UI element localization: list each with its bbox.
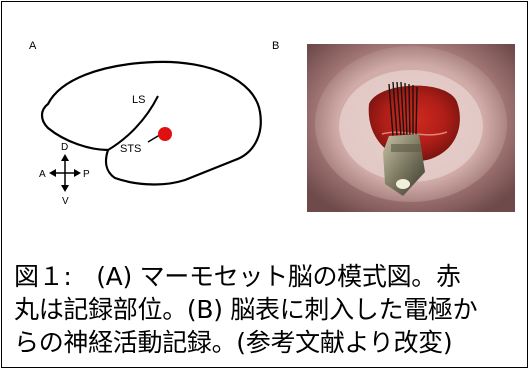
ventral-label: V bbox=[62, 196, 69, 207]
caption-line-1: 図１: (A) マーモセット脳の模式図。赤 bbox=[14, 260, 526, 293]
figure-caption: 図１: (A) マーモセット脳の模式図。赤 丸は記録部位。(B) 脳表に刺入した… bbox=[14, 260, 526, 359]
caption-line-3: らの神経活動記録。(参考文献より改変) bbox=[14, 326, 526, 359]
recording-site-marker bbox=[158, 127, 172, 141]
orientation-compass: D V A P bbox=[39, 142, 90, 207]
posterior-label: P bbox=[83, 169, 90, 180]
brain-schematic: LS STS D V A P bbox=[20, 42, 280, 222]
anterior-label: A bbox=[39, 169, 46, 180]
connector-highlight bbox=[396, 179, 410, 189]
caption-line-2: 丸は記録部位。(B) 脳表に刺入した電極か bbox=[14, 293, 526, 326]
dorsal-label: D bbox=[61, 142, 68, 153]
sts-label: STS bbox=[120, 143, 141, 155]
brain-outline bbox=[42, 62, 261, 185]
ls-label: LS bbox=[132, 94, 145, 106]
cortex-electrode-photo bbox=[307, 44, 515, 212]
electrode-base bbox=[391, 144, 421, 152]
